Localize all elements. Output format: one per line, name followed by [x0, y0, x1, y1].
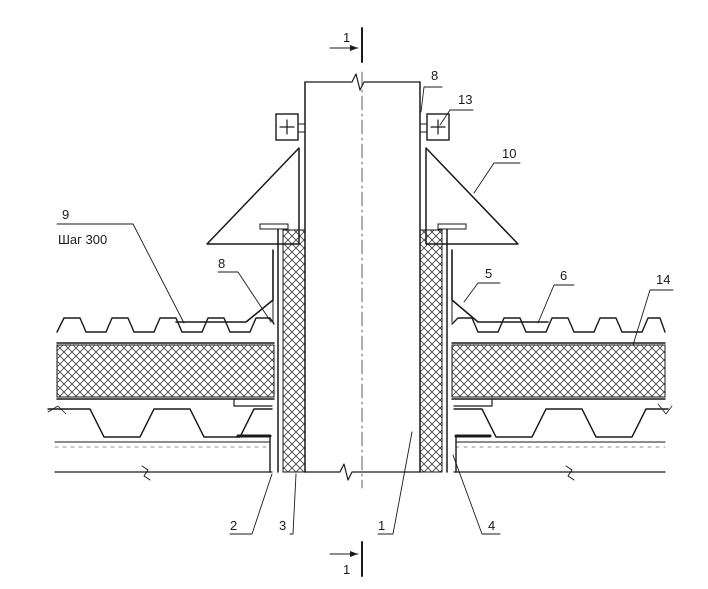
roof-insulation-layer	[56, 342, 666, 400]
pipe	[304, 71, 421, 489]
callout-8-top: 8	[431, 68, 438, 83]
callout-labels: 8 13 10 9 Шаг 300 8 5 6 14 2 3 1 4	[58, 68, 670, 533]
callout-10: 10	[502, 146, 516, 161]
callout-8-left: 8	[218, 256, 225, 271]
callout-5: 5	[485, 266, 492, 281]
pipe-insulation	[259, 223, 467, 473]
cone-deflector	[206, 147, 519, 245]
section-mark-bottom: 1	[329, 541, 363, 577]
callout-13: 13	[458, 92, 472, 107]
upper-profiled-sheet	[56, 317, 666, 333]
clamp-brackets	[275, 113, 450, 141]
callout-2: 2	[230, 518, 237, 533]
section-mark-top: 1	[329, 27, 363, 63]
callout-4: 4	[488, 518, 495, 533]
callout-3: 3	[279, 518, 286, 533]
callout-6: 6	[560, 268, 567, 283]
leader-lines	[56, 86, 674, 535]
callout-1: 1	[378, 518, 385, 533]
callout-9: 9	[62, 207, 69, 222]
lower-profiled-deck	[47, 403, 673, 438]
callout-9-note: Шаг 300	[58, 232, 107, 247]
section-mark-top-label: 1	[343, 30, 350, 45]
flashing	[175, 249, 549, 473]
section-mark-bottom-label: 1	[343, 562, 350, 577]
callout-14: 14	[656, 272, 670, 287]
ceiling-layer	[54, 441, 666, 481]
